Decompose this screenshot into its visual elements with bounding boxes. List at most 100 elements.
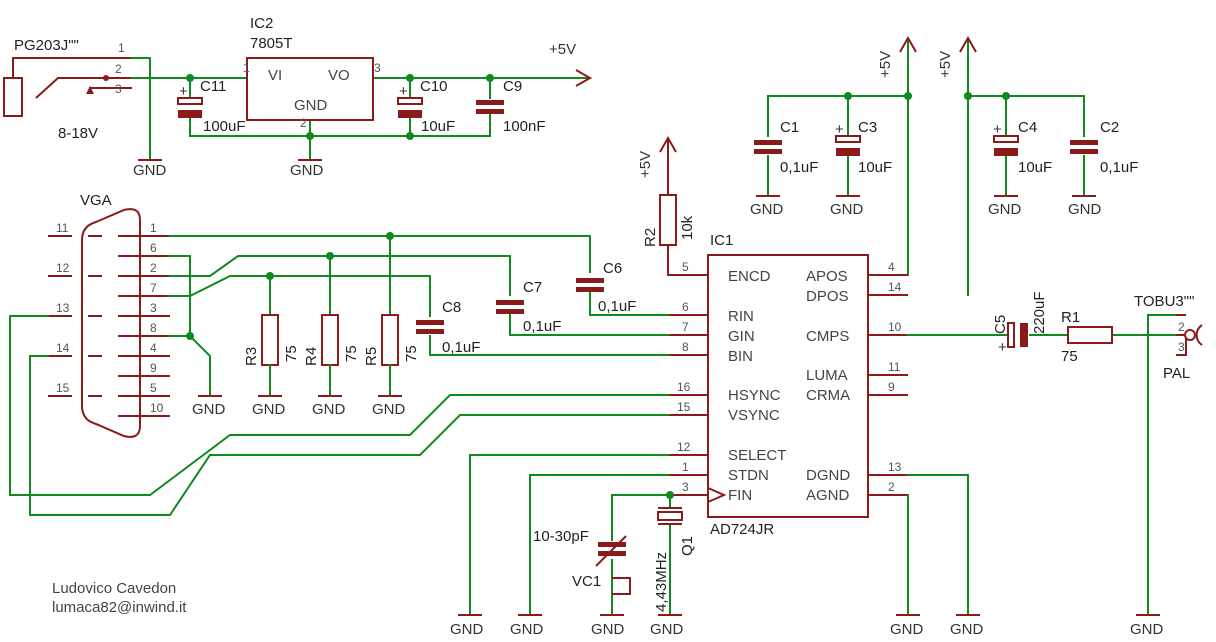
resistor-r1: R1 75 bbox=[1061, 309, 1113, 365]
ic1-pin-fin: FIN bbox=[728, 487, 752, 504]
output-jack-tobu3: TOBU3"" PAL 2 3 bbox=[1134, 293, 1203, 382]
ic1-pin-gin: GIN bbox=[728, 328, 755, 345]
svg-text:GND: GND bbox=[591, 621, 625, 638]
ic1-pin-number-10: 10 bbox=[888, 320, 902, 334]
ic1-pin-number-3: 3 bbox=[682, 480, 689, 494]
plus5v-arrow-r2: +5V bbox=[637, 135, 677, 178]
svg-text:+: + bbox=[835, 121, 844, 138]
ic2-name: IC2 bbox=[250, 15, 273, 32]
gnd-symbol-c3: GND bbox=[830, 195, 864, 218]
r3-name: R3 bbox=[243, 347, 260, 366]
ic1-pin-number-12: 12 bbox=[677, 440, 691, 454]
svg-text:GND: GND bbox=[988, 201, 1022, 218]
svg-text:GND: GND bbox=[1068, 201, 1102, 218]
vga-pin-number-3: 3 bbox=[150, 301, 157, 315]
ic1-pin-number-11: 11 bbox=[888, 360, 901, 374]
resistor-r4: R4 75 GND bbox=[303, 314, 360, 418]
c9-value: 100nF bbox=[503, 118, 546, 135]
vga-pin-number-1: 1 bbox=[150, 221, 157, 235]
r3-value: 75 bbox=[283, 345, 300, 362]
svg-text:GND: GND bbox=[950, 621, 984, 638]
svg-text:GND: GND bbox=[890, 621, 924, 638]
vga-pin-number-9: 9 bbox=[150, 361, 157, 375]
jack-in-name: PG203J"" bbox=[14, 37, 79, 54]
ic1-pin-encd: ENCD bbox=[728, 268, 771, 285]
ic1-pin-number-15: 15 bbox=[677, 400, 691, 414]
gnd-symbol-vc1: GND bbox=[591, 614, 625, 638]
jack-pin-1-number: 1 bbox=[118, 41, 125, 55]
ic1-pin-number-2: 2 bbox=[888, 480, 895, 494]
capacitor-c2: C2 0,1uF bbox=[1070, 119, 1138, 176]
capacitor-c4: + C4 10uF bbox=[993, 119, 1052, 176]
svg-text:GND: GND bbox=[450, 621, 484, 638]
vga-pin-number-6: 6 bbox=[150, 241, 157, 255]
vc1-value: 10-30pF bbox=[533, 528, 589, 545]
gnd-symbol-select: GND bbox=[450, 614, 484, 638]
capacitor-c6: C6 0,1uF bbox=[576, 260, 636, 315]
ic2-value: 7805T bbox=[250, 35, 293, 52]
svg-text:GND: GND bbox=[750, 201, 784, 218]
svg-text:GND: GND bbox=[650, 621, 684, 638]
ic1-pin-number-7: 7 bbox=[682, 320, 689, 334]
svg-text:GND: GND bbox=[192, 401, 226, 418]
ic1-pin-stdn: STDN bbox=[728, 467, 769, 484]
gnd-symbol-regulator: GND bbox=[290, 159, 324, 179]
ic1-pin-cmps: CMPS bbox=[806, 328, 849, 345]
capacitor-c8: C8 0,1uF bbox=[416, 299, 480, 356]
jack-pin-2-number: 2 bbox=[115, 62, 122, 76]
power-jack-pg203j: 1 2 3 PG203J"" 8-18V bbox=[3, 37, 132, 142]
vc1-name: VC1 bbox=[572, 573, 601, 590]
c11-value: 100uF bbox=[203, 118, 246, 135]
vga-pin-number-2: 2 bbox=[150, 261, 157, 275]
q1-value: 4,43MHz bbox=[653, 552, 670, 612]
gnd-symbol-c1: GND bbox=[750, 195, 784, 218]
plus5v-label-r2: +5V bbox=[637, 151, 654, 178]
ic1-pin-number-9: 9 bbox=[888, 380, 895, 394]
r1-value: 75 bbox=[1061, 348, 1078, 365]
r2-section: +5V R2 10k bbox=[637, 135, 708, 276]
plus5v-label-main: +5V bbox=[549, 41, 576, 58]
vga-pin-number-15: 15 bbox=[56, 381, 70, 395]
ic1-pin-vsync: VSYNC bbox=[728, 407, 780, 424]
power-supply-section: 1 2 3 PG203J"" 8-18V +5V GND bbox=[3, 15, 593, 179]
c7-name: C7 bbox=[523, 279, 542, 296]
vga-pin-number-4: 4 bbox=[150, 341, 157, 355]
c3-value: 10uF bbox=[858, 159, 892, 176]
gnd-symbol-stdn: GND bbox=[510, 614, 544, 638]
ic1-pin-apos: APOS bbox=[806, 268, 848, 285]
c10-value: 10uF bbox=[421, 118, 455, 135]
ic1-pin-number-14: 14 bbox=[888, 280, 902, 294]
credits-email: lumaca82@inwind.it bbox=[52, 599, 187, 616]
capacitor-c11: + C11 100uF bbox=[177, 78, 246, 135]
ic2-pin-vi: VI bbox=[268, 67, 282, 84]
vga-pin-number-8: 8 bbox=[150, 321, 157, 335]
r4-name: R4 bbox=[303, 347, 320, 366]
plus5v-arrow-dpos: +5V bbox=[937, 35, 977, 78]
capacitor-c7: C7 0,1uF bbox=[496, 279, 561, 335]
ic1-pin-luma: LUMA bbox=[806, 367, 848, 384]
c6-value: 0,1uF bbox=[598, 298, 636, 315]
r2-name: R2 bbox=[642, 228, 659, 247]
r2-value: 10k bbox=[679, 215, 696, 240]
svg-text:+: + bbox=[179, 83, 188, 100]
rgb-wiring bbox=[9, 232, 669, 516]
gnd-symbol-c2: GND bbox=[1068, 195, 1102, 218]
vga-pin-markers bbox=[48, 235, 170, 417]
c3-name: C3 bbox=[858, 119, 877, 136]
control-wiring bbox=[469, 454, 969, 616]
capacitor-c1: C1 0,1uF bbox=[754, 119, 818, 176]
ic1-pin-number-8: 8 bbox=[682, 340, 689, 354]
trimmer-vc1: 10-30pF VC1 bbox=[533, 528, 631, 595]
c5-name: C5 bbox=[992, 315, 1009, 334]
vga-pin-number-5: 5 bbox=[150, 381, 157, 395]
ic1-value: AD724JR bbox=[710, 521, 774, 538]
plus5v-label-apos: +5V bbox=[877, 51, 894, 78]
svg-text:GND: GND bbox=[510, 621, 544, 638]
ic1-pin-hsync: HSYNC bbox=[728, 387, 781, 404]
c11-name: C11 bbox=[200, 78, 226, 95]
vga-pin-number-10: 10 bbox=[150, 401, 164, 415]
out-jack-name: TOBU3"" bbox=[1134, 293, 1194, 310]
q1-name: Q1 bbox=[679, 536, 696, 556]
encoder-ic1: IC1 AD724JR ENCD RIN GIN BIN HSYNC VSYNC… bbox=[668, 232, 908, 538]
capacitor-c10: + C10 10uF bbox=[397, 78, 455, 135]
